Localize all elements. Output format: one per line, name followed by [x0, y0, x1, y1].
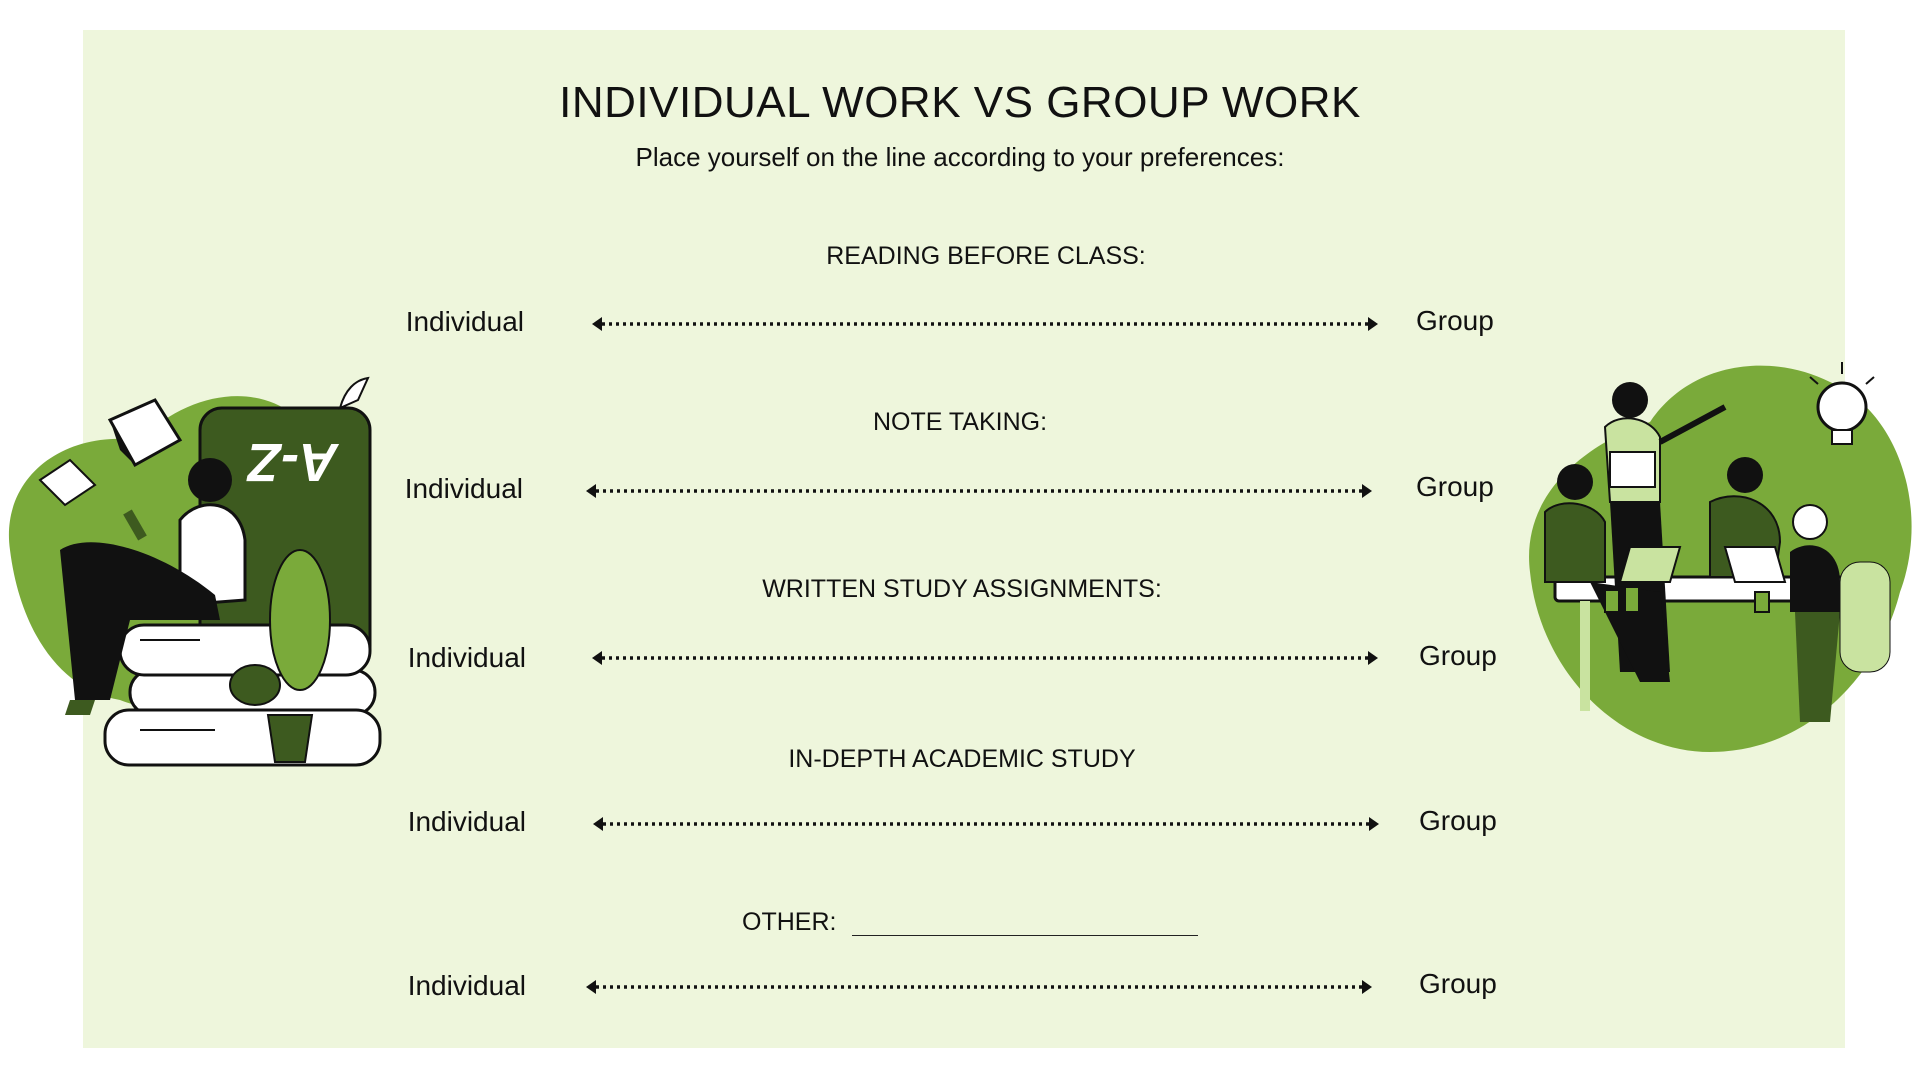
- scale-label-written-assignments: WRITTEN STUDY ASSIGNMENTS:: [762, 575, 1162, 603]
- individual-study-illustration: A-Z: [8, 376, 382, 767]
- scale-right-end: Group: [1419, 968, 1497, 999]
- scale-left-end: Individual: [404, 473, 523, 504]
- preference-line-reading[interactable]: [590, 314, 1380, 334]
- scale-label-other: OTHER:: [742, 908, 837, 936]
- group-work-illustration: [1529, 362, 1912, 752]
- scale-right-end: Group: [1416, 305, 1494, 336]
- page-subtitle: Place yourself on the line according to …: [635, 142, 1285, 172]
- scale-left-end: Individual: [407, 642, 526, 673]
- book-cover-text: A-Z: [246, 432, 340, 492]
- preference-line-other[interactable]: [584, 977, 1374, 997]
- scale-right-end: Group: [1419, 805, 1497, 836]
- preference-line-in-depth-study[interactable]: [591, 814, 1381, 834]
- page-title: INDIVIDUAL WORK VS GROUP WORK: [559, 78, 1361, 127]
- scale-label-in-depth-study: IN-DEPTH ACADEMIC STUDY: [788, 745, 1136, 773]
- scale-left-end: Individual: [407, 970, 526, 1001]
- scale-right-end: Group: [1416, 471, 1494, 502]
- other-write-in-line[interactable]: [852, 935, 1198, 936]
- scale-left-end: Individual: [405, 306, 524, 337]
- preference-line-written-assignments[interactable]: [590, 648, 1380, 668]
- scale-left-end: Individual: [407, 806, 526, 837]
- scale-label-note-taking: NOTE TAKING:: [872, 408, 1048, 436]
- preference-line-note-taking[interactable]: [584, 481, 1374, 501]
- scale-label-reading: READING BEFORE CLASS:: [826, 242, 1146, 270]
- scale-right-end: Group: [1419, 640, 1497, 671]
